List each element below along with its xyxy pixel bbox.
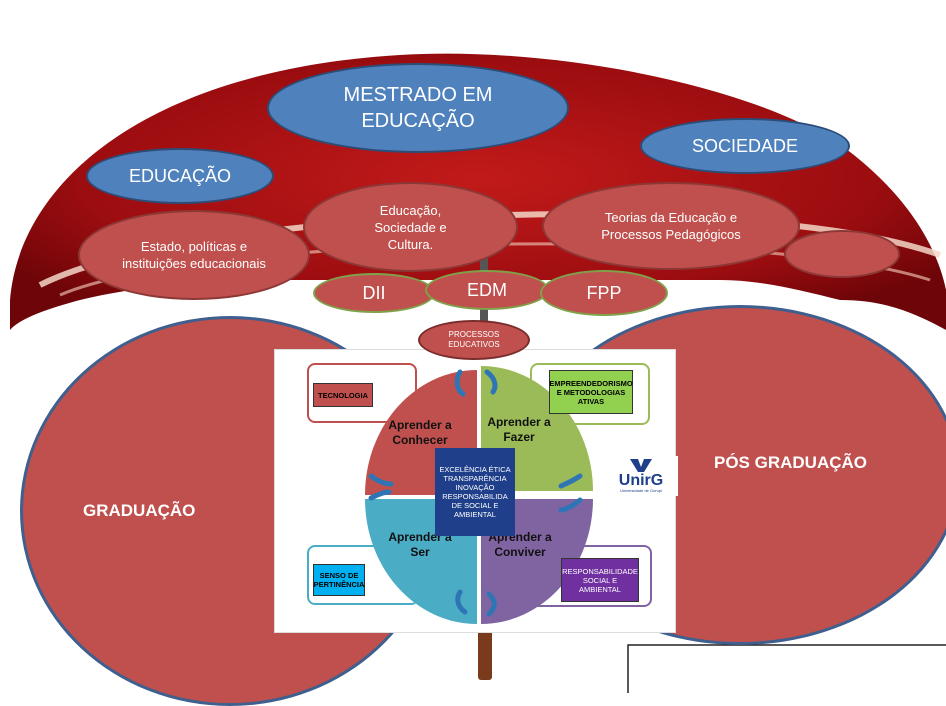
arrow-left-bottom	[368, 489, 392, 501]
teorias-label: Teorias da Educação e Processos Pedagógi…	[601, 210, 741, 242]
dii-label: DII	[362, 282, 386, 303]
arrow-top-right	[484, 369, 498, 395]
educacao-label: EDUCAÇÃO	[128, 165, 231, 186]
values-center-box: EXCELÊNCIA ÉTICA TRANSPARÊNCIA INOVAÇÃO …	[435, 448, 515, 536]
sociedade-ellipse: SOCIEDADE	[640, 118, 850, 174]
unirg-logo-tagline: Universidade de Gurupi	[619, 488, 663, 493]
processos-label: PROCESSOS EDUCATIVOS	[448, 330, 500, 349]
arrows-overlay	[368, 369, 583, 617]
senso-box: SENSO DE PERTINÊNCIA	[313, 564, 365, 596]
fpp-label: FPP	[586, 282, 622, 303]
responsabilidade-box: RESPONSABILIDADE SOCIAL E AMBIENTAL	[561, 558, 639, 602]
mestrado-ellipse: MESTRADO EM EDUCAÇÃO	[267, 63, 569, 153]
fpp-ellipse: FPP	[540, 270, 668, 316]
educacao-ellipse: EDUCAÇÃO	[86, 148, 274, 204]
center-panel: Aprender a Conhecer Aprender a Fazer Apr…	[274, 349, 676, 633]
dii-ellipse: DII	[313, 273, 435, 313]
mestrado-label: MESTRADO EM EDUCAÇÃO	[343, 84, 493, 132]
unirg-logo: UnirG Universidade de Gurupi	[604, 456, 678, 496]
unirg-logo-name: UnirG	[618, 472, 664, 489]
edm-ellipse: EDM	[425, 270, 549, 310]
arrow-right-top	[558, 473, 583, 489]
teorias-ellipse: Teorias da Educação e Processos Pedagógi…	[542, 182, 800, 270]
educ-soc-label: Educação, Sociedade e Cultura.	[374, 202, 447, 252]
empty-ellipse	[784, 230, 900, 278]
graduacao-label: GRADUAÇÃO	[83, 501, 196, 520]
sociedade-label: SOCIEDADE	[691, 135, 799, 156]
umbrella-handle	[478, 628, 492, 680]
unirg-logo-icon	[630, 459, 652, 472]
estado-ellipse: Estado, políticas e instituições educaci…	[78, 210, 310, 300]
empreendedorismo-box: EMPREENDEDORISMO E METODOLOGIAS ATIVAS	[549, 370, 633, 414]
quad-label-conhecer: Aprender a Conhecer	[388, 418, 452, 447]
arrow-top-left	[454, 369, 466, 397]
edm-label: EDM	[467, 279, 507, 300]
arrow-right-bottom	[558, 497, 583, 513]
arrow-bottom-left	[455, 589, 468, 615]
tecnologia-box: TECNOLOGIA	[313, 383, 373, 407]
quad-label-fazer: Aprender a Fazer	[487, 415, 551, 444]
processos-ellipse: PROCESSOS EDUCATIVOS	[418, 320, 530, 360]
arrow-left-top	[368, 473, 394, 487]
educ-soc-ellipse: Educação, Sociedade e Cultura.	[303, 182, 518, 272]
corner-frame	[627, 644, 946, 693]
arrow-bottom-right	[486, 591, 497, 617]
estado-label: Estado, políticas e instituições educaci…	[122, 239, 266, 271]
pos-graduacao-label: PÓS GRADUAÇÃO	[713, 453, 867, 472]
